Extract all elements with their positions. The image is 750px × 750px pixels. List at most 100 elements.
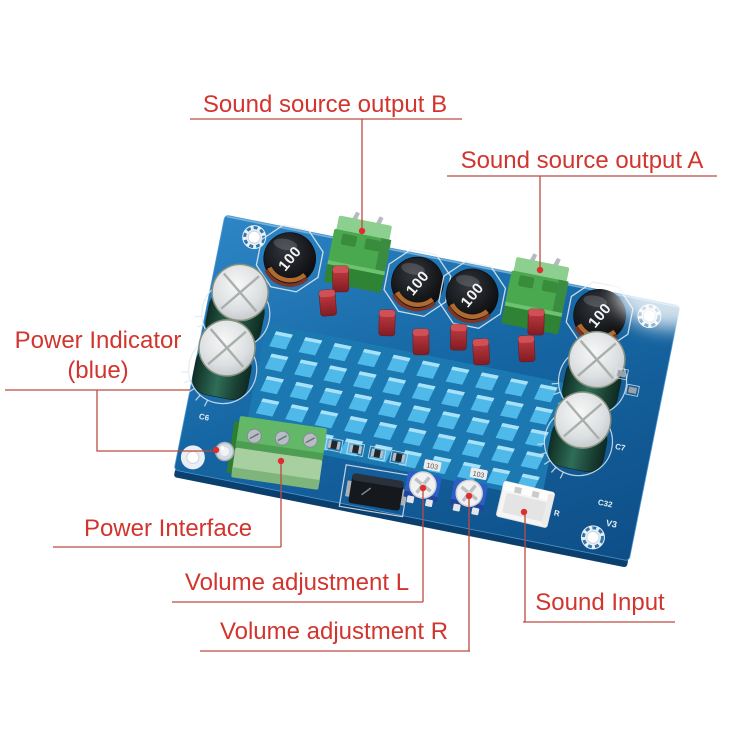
label-text-line2: (blue)	[67, 357, 129, 384]
capacitor-silkscreen-tick	[543, 460, 551, 465]
silkscreen-v3: V3	[605, 518, 618, 530]
smd-silkscreen-outline	[324, 436, 344, 453]
mounting-hole-ring	[581, 526, 604, 549]
smd-component	[625, 383, 640, 397]
heatsink-pin-highlight	[387, 377, 407, 384]
smd-end-cap	[392, 452, 397, 462]
silkscreen-c7: C7	[614, 442, 626, 453]
silkscreen-c6: C6	[198, 412, 210, 423]
label-sound-input: Sound Input	[524, 588, 676, 618]
heatsink-pin-highlight	[290, 404, 309, 411]
film-capacitor	[517, 335, 536, 363]
capacitor-silkscreen-tick	[181, 371, 189, 373]
terminal-body-shade	[374, 238, 392, 274]
heatsink-pin-highlight	[412, 405, 432, 412]
bottom-components	[324, 367, 640, 528]
annotation-dot-sound-output-a	[536, 266, 544, 274]
diode-marking	[361, 487, 372, 496]
smd-end-cap	[336, 441, 341, 450]
heatsink-pin-highlight	[480, 372, 499, 380]
power-terminal	[226, 416, 327, 490]
power-terminal-screw-slot	[249, 433, 260, 440]
heatsink-pin-highlight	[270, 353, 289, 361]
annotation-lines	[5, 118, 717, 652]
annotation-dot-sound-input	[520, 508, 528, 516]
electrolytic-capacitor	[181, 319, 258, 407]
connector-opening	[502, 493, 548, 522]
pot-leg	[471, 507, 480, 516]
inductor-highlight	[273, 238, 298, 251]
annotation-dot-volume-r	[465, 492, 473, 500]
label-volume-adjustment-l: Volume adjustment L	[170, 568, 424, 598]
inductor-silkscreen-octagon	[255, 224, 324, 293]
smd-end-cap	[370, 448, 376, 457]
label-volume-adjustment-r: Volume adjustment R	[198, 617, 470, 647]
capacitor-vent-cross	[207, 328, 247, 368]
film-capacitor	[527, 308, 545, 336]
heatsink-pin-highlight	[295, 381, 314, 389]
terminal-slot	[541, 280, 558, 294]
inductor-base-ring	[446, 305, 491, 324]
pcb-side-edge	[174, 468, 628, 568]
capacitor-silkscreen-tick	[194, 315, 202, 318]
capacitor-silkscreen-tick	[188, 387, 195, 393]
label-sound-source-output-b: Sound source output B	[186, 90, 464, 120]
heatsink-pin-highlight	[392, 354, 411, 362]
inductor: 100	[255, 224, 324, 293]
capacitor-silkscreen-tick	[551, 382, 559, 385]
terminal-body-shade	[552, 279, 569, 315]
power-terminal-lip	[231, 467, 320, 490]
heatsink-pin-highlight	[509, 378, 529, 385]
smd-end-cap	[348, 444, 354, 453]
terminal-slot	[340, 233, 358, 247]
film-capacitor-top	[318, 289, 336, 298]
smd-resistor	[324, 436, 344, 453]
heatsink-pin-highlight	[333, 343, 352, 350]
heatsink-base	[244, 323, 565, 498]
film-capacitor	[332, 265, 350, 293]
smd-diode	[338, 464, 410, 518]
led-highlight	[220, 445, 225, 450]
heatsink-pin-highlight	[362, 348, 382, 356]
heatsink-pin-highlight	[530, 428, 549, 436]
power-led	[214, 441, 235, 462]
capacitor-silkscreen-tick	[196, 324, 204, 328]
heatsink-pin-highlight	[328, 365, 348, 372]
inductor-highlight	[401, 263, 425, 275]
label-text: Sound source output A	[460, 147, 704, 174]
film-capacitor-top	[528, 308, 545, 317]
film-capacitors	[318, 265, 545, 366]
heatsink-pin-highlight	[303, 337, 323, 344]
smd-resistor	[367, 445, 387, 462]
smd-end-cap	[379, 450, 384, 459]
connector-side-shade	[541, 493, 555, 526]
heatsink-pin-highlight	[421, 360, 440, 368]
heatsink-pin-highlight	[358, 371, 377, 378]
heatsink-pin-highlight	[505, 400, 524, 408]
heatsink-pin-highlight	[319, 410, 339, 417]
pot-marking-tag: 103	[423, 459, 442, 472]
silkscreen-r: R	[553, 508, 561, 518]
annotation-line-volume-l	[172, 490, 424, 603]
capacitor-silkscreen-tick	[203, 399, 209, 407]
heatsink-pin-highlight	[265, 376, 284, 383]
heatsink-pin-highlight	[274, 331, 293, 338]
power-section	[214, 416, 327, 490]
inductor-base-ring	[264, 269, 309, 287]
label-text: Volume adjustment R	[219, 618, 449, 645]
heatsink-pin-highlight	[492, 467, 511, 475]
heatsink-pin-highlight	[353, 393, 373, 401]
capacitor-silkscreen-tick	[183, 379, 191, 384]
photo-glare	[614, 257, 730, 329]
smd-resistor	[389, 449, 409, 466]
heatsink	[244, 323, 565, 498]
label-text: Sound source output B	[202, 91, 448, 118]
mounting-hole-bore	[586, 530, 600, 544]
film-capacitor	[450, 323, 468, 351]
heatsink-pin-highlight	[433, 455, 452, 463]
connector-pin-slot	[531, 490, 540, 499]
film-capacitor	[412, 328, 430, 356]
